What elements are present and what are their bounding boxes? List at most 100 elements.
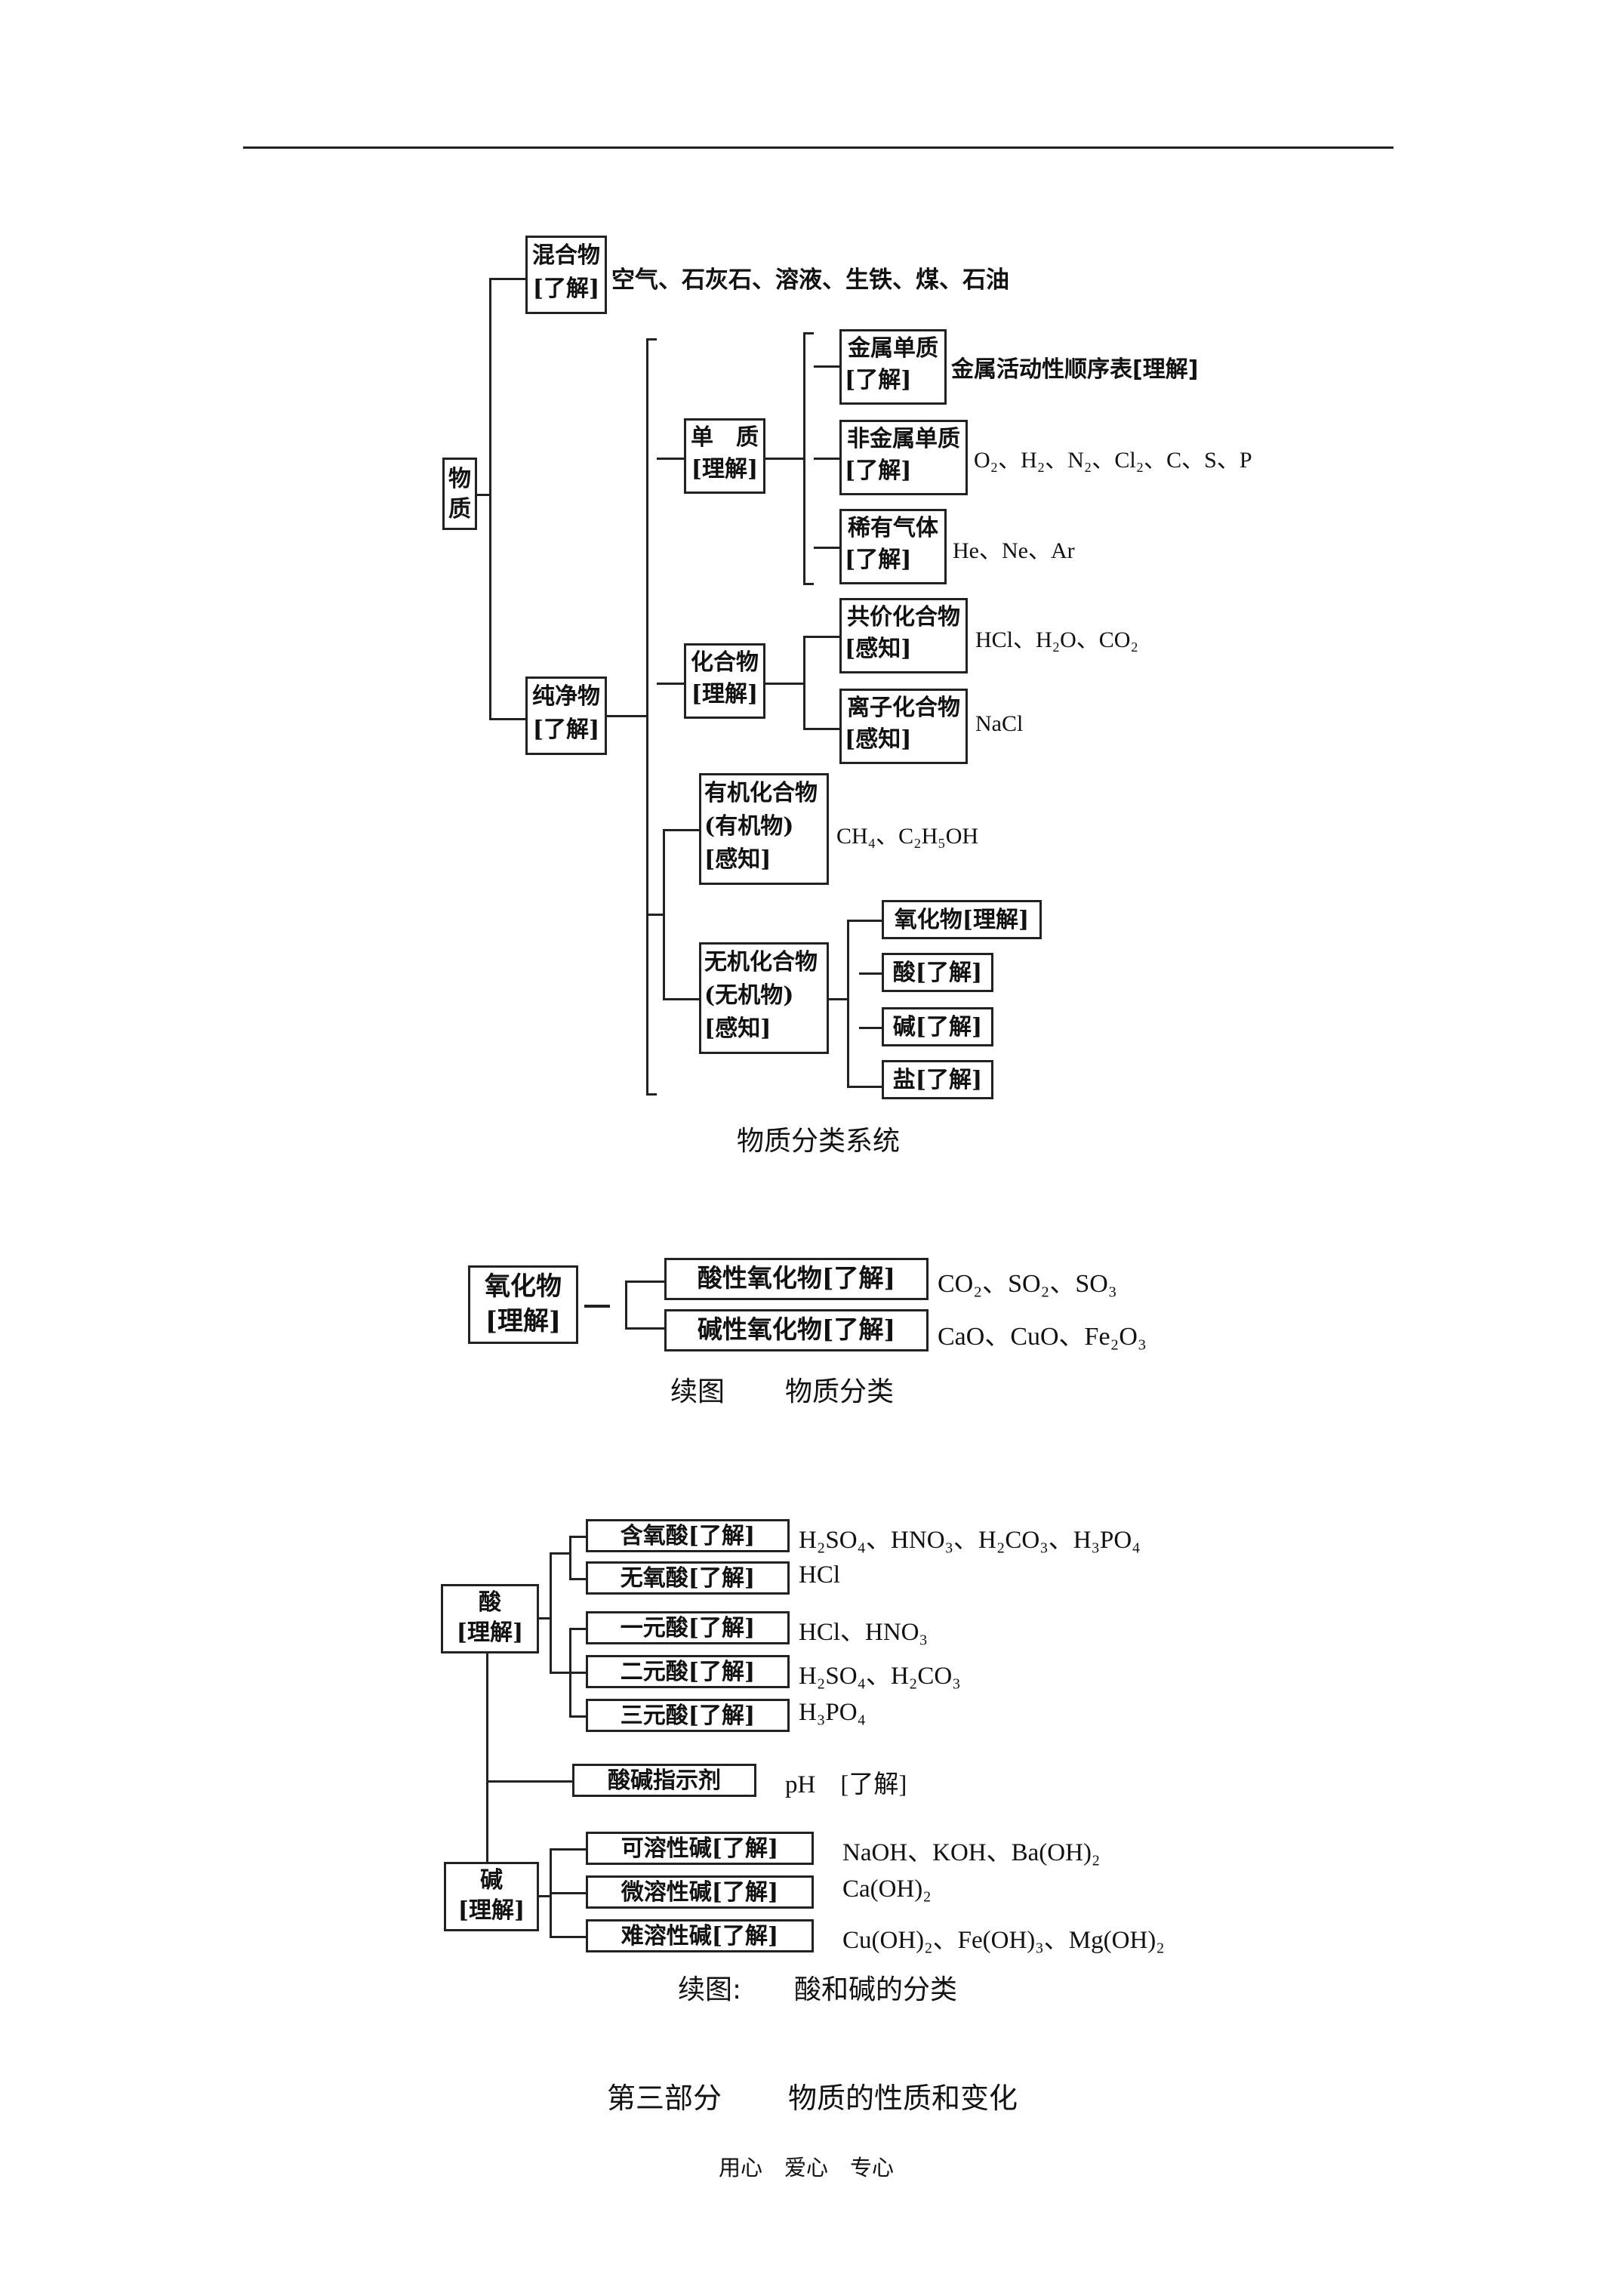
acid-root-line1: 酸 — [479, 1589, 501, 1616]
oxide-root-box: 氧化物 [理解] — [468, 1265, 578, 1344]
organic-line2: (有机物) — [704, 813, 794, 840]
inorganic-child-salt: 盐[了解] — [882, 1060, 993, 1099]
inorganic-level: [感知] — [704, 1015, 771, 1042]
covalent-level: [感知] — [845, 636, 912, 662]
metal-examples: 金属活动性顺序表[理解] — [951, 356, 1199, 383]
inorganic-child-acid: 酸[了解] — [882, 953, 993, 992]
nonmetal-examples: O₂、H₂、N₂、Cl₂、C、S、P — [974, 448, 1252, 473]
base-child-2: 难溶性碱[了解] — [586, 1919, 814, 1952]
base-child-1-examples: Ca(OH)₂ — [842, 1875, 932, 1903]
organic-box: 有机化合物 (有机物) [感知] — [699, 773, 829, 885]
bracket-inorg-c3 — [847, 1086, 882, 1088]
bracket-org-inorg — [663, 829, 665, 1000]
acid-child-4: 三元酸[了解] — [586, 1699, 790, 1732]
nonmetal-name: 非金属单质 — [847, 426, 960, 452]
bracket-pure — [646, 338, 648, 1095]
bracket-acid-outer-top — [550, 1552, 571, 1555]
connector-nonmetal — [814, 458, 839, 460]
noble-box: 稀有气体 [了解] — [839, 509, 947, 584]
metal-box: 金属单质 [了解] — [839, 329, 947, 405]
element-name: 单 质 — [691, 424, 759, 451]
connector-pure-out — [607, 715, 648, 717]
base-child-1: 微溶性碱[了解] — [586, 1875, 814, 1909]
organic-examples: CH₄、C₂H₅OH — [836, 824, 979, 849]
bracket-root — [489, 278, 491, 718]
diagram3-caption-a: 续图: — [678, 1974, 742, 2005]
bracket-acid-b0 — [569, 1628, 586, 1630]
compound-box: 化合物 [理解] — [684, 643, 765, 719]
base-child-2-examples: Cu(OH)₂、Fe(OH)₃、Mg(OH)₂ — [842, 1927, 1165, 1954]
diagram1-caption: 物质分类系统 — [737, 1126, 901, 1157]
bracket-pure-top — [646, 338, 657, 341]
bracket-inorg — [847, 920, 849, 1087]
noble-examples: He、Ne、Ar — [953, 538, 1075, 563]
mixture-examples: 空气、石灰石、溶液、生铁、煤、石油 — [611, 267, 1009, 294]
bracket-element — [803, 332, 805, 584]
oxide-root-line1: 氧化物 — [485, 1271, 562, 1302]
connector-acid-out — [539, 1617, 551, 1620]
bracket-inorg-c0 — [847, 920, 882, 922]
inorganic-line2: (无机物) — [704, 982, 794, 1009]
section-title-part: 第三部分 — [607, 2082, 722, 2115]
connector-oxide — [584, 1305, 610, 1308]
compound-name: 化合物 — [691, 649, 759, 676]
metal-name: 金属单质 — [848, 335, 938, 362]
acid-child-2-examples: HCl、HNO₃ — [799, 1619, 929, 1646]
covalent-box: 共价化合物 [感知] — [839, 598, 968, 673]
covalent-name: 共价化合物 — [847, 604, 960, 630]
connector-compound — [657, 683, 684, 685]
connector-pure — [489, 718, 525, 720]
acid-child-0: 含氧酸[了解] — [586, 1519, 790, 1552]
diagram2-caption-a: 续图 — [670, 1376, 725, 1407]
mixture-level: [了解] — [532, 276, 600, 302]
page-footer: 用心 爱心 专心 — [719, 2155, 895, 2180]
bracket-acid-b1 — [569, 1672, 586, 1674]
metal-level: [了解] — [845, 367, 912, 393]
acid-root-line2: [理解] — [456, 1620, 524, 1646]
compound-level: [理解] — [691, 681, 759, 707]
pure-level: [了解] — [532, 717, 600, 743]
connector-compound-out — [765, 683, 803, 685]
connector-inorg-out — [829, 998, 848, 1000]
organic-level: [感知] — [704, 846, 771, 873]
bracket-acid-b2 — [569, 1715, 586, 1718]
base-child-0: 可溶性碱[了解] — [586, 1832, 814, 1865]
bracket-inorg-bottom — [663, 998, 699, 1000]
pure-name: 纯净物 — [532, 683, 600, 710]
base-root-line2: [理解] — [457, 1897, 525, 1924]
connector-indicator — [486, 1780, 572, 1783]
element-box: 单 质 [理解] — [684, 418, 765, 494]
bracket-base-2 — [550, 1936, 586, 1938]
bracket-org-top — [663, 829, 699, 831]
inorganic-line1: 无机化合物 — [704, 949, 818, 975]
acid-child-1: 无氧酸[了解] — [586, 1561, 790, 1595]
mixture-name: 混合物 — [532, 242, 600, 269]
acid-child-3: 二元酸[了解] — [586, 1655, 790, 1688]
bracket-base-1 — [550, 1892, 586, 1894]
nonmetal-box: 非金属单质 [了解] — [839, 420, 968, 495]
bracket-element-bottom — [803, 583, 814, 585]
root-matter-box: 物质 — [442, 458, 477, 530]
acidic-oxide-examples: CO₂、SO₂、SO₃ — [938, 1270, 1117, 1298]
ionic-box: 离子化合物 [感知] — [839, 689, 968, 764]
connector-root — [477, 494, 491, 496]
oxide-root-line2: [理解] — [485, 1306, 562, 1336]
bracket-acid-oxy-top — [569, 1536, 586, 1538]
bracket-inorg-c1 — [859, 972, 882, 975]
element-level: [理解] — [691, 456, 759, 482]
connector-element-out — [765, 458, 803, 460]
ionic-examples: NaCl — [975, 711, 1024, 736]
bracket-compound — [803, 636, 805, 729]
bracket-oxide — [625, 1281, 627, 1329]
covalent-examples: HCl、H₂O、CO₂ — [975, 627, 1138, 652]
basic-oxide-examples: CaO、CuO、Fe₂O₃ — [938, 1323, 1147, 1351]
bracket-compound-top — [803, 636, 839, 638]
indicator-box: 酸碱指示剂 — [572, 1764, 756, 1797]
acid-child-0-examples: H₂SO₄、HNO₃、H₂CO₃、H₃PO₄ — [799, 1527, 1141, 1554]
bracket-pure-bottom — [646, 1093, 657, 1096]
bracket-inorg-c2 — [859, 1027, 882, 1029]
base-child-0-examples: NaOH、KOH、Ba(OH)₂ — [842, 1839, 1101, 1866]
bracket-compound-bottom — [803, 728, 839, 730]
nonmetal-level: [了解] — [845, 458, 912, 484]
connector-base-out — [539, 1895, 551, 1897]
